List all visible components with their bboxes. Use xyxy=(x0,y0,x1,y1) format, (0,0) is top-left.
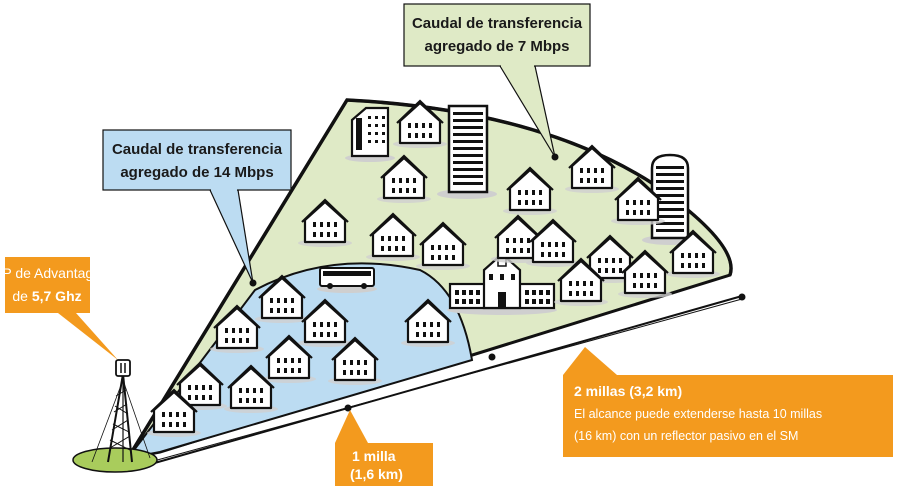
office-tower-icon xyxy=(642,153,698,245)
marker-1-mile xyxy=(344,404,352,412)
callout-7mbps-line1: Caudal de transferencia xyxy=(412,15,583,32)
office-tower-icon xyxy=(345,106,395,162)
callout-14mbps-line2: agregado de 14 Mbps xyxy=(120,164,273,181)
callout-7mbps-line2: agregado de 7 Mbps xyxy=(424,38,569,55)
distance-rail xyxy=(129,295,743,471)
antenna-tower-icon xyxy=(72,359,158,473)
mile2-line2: (16 km) con un reflector pasivo en el SM xyxy=(574,429,798,443)
callout-7mbps: Caudal de transferencia agregado de 7 Mb… xyxy=(403,3,591,158)
marker-2-miles xyxy=(738,293,746,301)
mile2-line1: El alcance puede extenderse hasta 10 mil… xyxy=(574,407,822,421)
marker-1-mile-end xyxy=(488,353,496,361)
callout-14mbps: Caudal de transferencia agregado de 14 M… xyxy=(102,129,292,284)
mile1-line1: 1 milla xyxy=(352,448,396,464)
ap-line1: AP de Advantage xyxy=(0,265,101,281)
callout-2-miles: 2 millas (3,2 km) El alcance puede exten… xyxy=(563,347,893,457)
bus-icon xyxy=(317,267,377,293)
office-tower-icon xyxy=(437,104,497,199)
mile1-line2: (1,6 km) xyxy=(350,466,403,482)
mile2-title: 2 millas (3,2 km) xyxy=(574,383,682,399)
callout-1-mile: 1 milla (1,6 km) xyxy=(335,410,433,486)
callout-14mbps-line1: Caudal de transferencia xyxy=(112,141,283,158)
callout-ap: AP de Advantage de 5,7 Ghz xyxy=(0,257,118,360)
ap-line2: de 5,7 Ghz xyxy=(12,288,81,304)
